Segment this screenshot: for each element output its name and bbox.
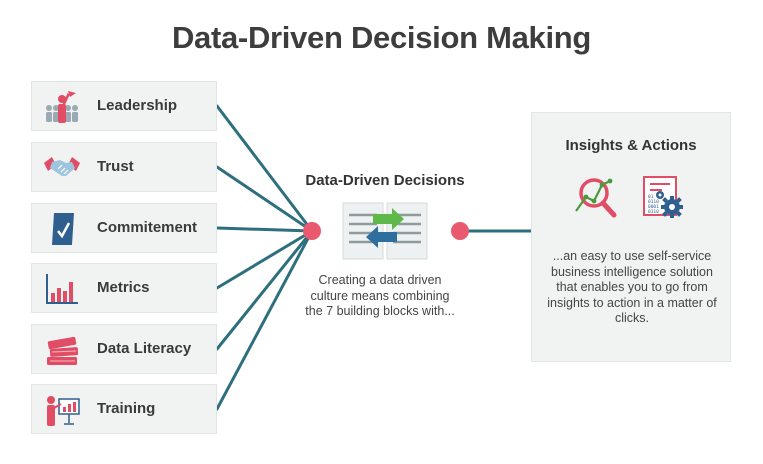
svg-text:01: 01: [648, 194, 654, 200]
block-label: Leadership: [97, 97, 178, 114]
decision-documents-icon: [342, 202, 428, 260]
center-description: Creating a data driven culture means com…: [305, 273, 455, 318]
block-label: Data Literacy: [97, 340, 192, 357]
connector-training: [215, 229, 314, 411]
block-label: Training: [97, 400, 156, 417]
panel-title: Insights & Actions: [565, 137, 697, 154]
block-card-data-literacy: Data Literacy: [31, 324, 217, 374]
commitment-icon: [52, 213, 74, 245]
handshake-icon: [44, 157, 80, 176]
connector-trust: [215, 165, 314, 233]
center-title: Data-Driven Decisions: [305, 172, 465, 189]
block-label: Commitement: [97, 219, 198, 236]
magnifier-analytics-icon: [575, 178, 617, 218]
page-title: Data-Driven Decision Making: [171, 20, 592, 55]
svg-text:0110: 0110: [648, 199, 659, 205]
svg-text:0001: 0001: [648, 204, 659, 210]
output-node: [451, 222, 469, 240]
block-card-commitment: Commitement: [31, 203, 217, 253]
connector-leadership: [215, 104, 314, 233]
connector-metrics: [215, 229, 314, 290]
input-node: [303, 222, 321, 240]
connector-commitment: [215, 226, 314, 233]
block-card-leadership: Leadership: [31, 81, 217, 131]
training-icon: [47, 396, 80, 426]
block-label: Trust: [97, 158, 134, 175]
block-label: Metrics: [97, 279, 150, 296]
leadership-icon: [46, 91, 78, 123]
panel-description: ...an easy to use self-service business …: [547, 249, 717, 325]
books-icon: [47, 336, 79, 365]
svg-text:0110: 0110: [648, 209, 659, 215]
connector-data-literacy: [215, 229, 314, 351]
metrics-chart-icon: [46, 274, 78, 304]
block-card-training: Training: [31, 384, 217, 434]
block-card-metrics: Metrics: [31, 263, 217, 313]
block-card-trust: Trust: [31, 142, 217, 192]
